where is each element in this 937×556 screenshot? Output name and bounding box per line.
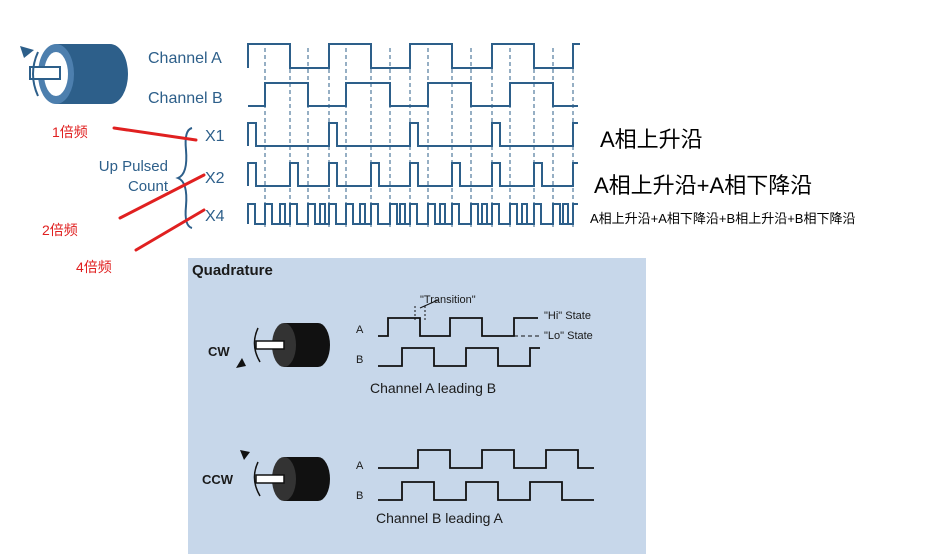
label-2x: 2倍频 xyxy=(42,222,78,238)
encoder-icon xyxy=(20,44,128,104)
transition-label: "Transition" xyxy=(420,294,476,306)
transition-arrow xyxy=(419,299,439,309)
cw-b-waveform xyxy=(378,347,540,367)
x4-waveform-extra xyxy=(279,203,569,224)
label-4x: 4倍频 xyxy=(76,259,112,275)
ccw-label: CCW xyxy=(202,472,234,487)
x1-note: A相上升沿 xyxy=(600,127,703,152)
up-pulsed-line2: Count xyxy=(127,178,168,195)
ccw-encoder-icon xyxy=(240,450,330,501)
lo-state-label: "Lo" State xyxy=(544,330,593,342)
x1-label: X1 xyxy=(205,128,225,145)
ccw-a-label: A xyxy=(356,460,364,472)
quadrature-panel: Quadrature "Transition" "Hi" State "Lo" … xyxy=(188,258,646,554)
ccw-b-label: B xyxy=(356,490,364,502)
cw-b-label: B xyxy=(356,354,364,366)
channel-b-waveform xyxy=(248,82,578,107)
ccw-a-waveform xyxy=(378,449,594,469)
cw-a-label: A xyxy=(356,324,364,336)
cw-label: CW xyxy=(208,344,230,359)
quadrature-diagram xyxy=(236,299,594,501)
cw-encoder-icon xyxy=(236,323,330,368)
ccw-caption: Channel B leading A xyxy=(376,510,503,526)
label-1x: 1倍频 xyxy=(52,124,88,140)
x2-waveform xyxy=(247,162,578,187)
channel-b-label: Channel B xyxy=(148,90,223,107)
hi-state-label: "Hi" State xyxy=(544,310,591,322)
channel-a-label: Channel A xyxy=(148,50,222,67)
brace xyxy=(175,127,193,229)
gridlines xyxy=(264,48,574,230)
channel-a-waveform xyxy=(247,43,580,69)
x4-waveform xyxy=(247,203,578,225)
ccw-b-waveform xyxy=(378,481,594,501)
x1-waveform xyxy=(247,122,578,147)
x4-note: A相上升沿+A相下降沿+B相上升沿+B相下降沿 xyxy=(590,211,856,226)
x2-label: X2 xyxy=(205,170,225,187)
x2-note: A相上升沿+A相下降沿 xyxy=(594,173,813,198)
x4-label: X4 xyxy=(205,208,225,225)
up-pulsed-count-label: Up Pulsed Count xyxy=(84,157,168,197)
up-pulsed-line1: Up Pulsed xyxy=(98,158,168,175)
red-arrows xyxy=(112,126,206,252)
cw-caption: Channel A leading B xyxy=(370,380,497,396)
cw-a-waveform xyxy=(378,317,538,337)
quadrature-title: Quadrature xyxy=(192,262,273,279)
